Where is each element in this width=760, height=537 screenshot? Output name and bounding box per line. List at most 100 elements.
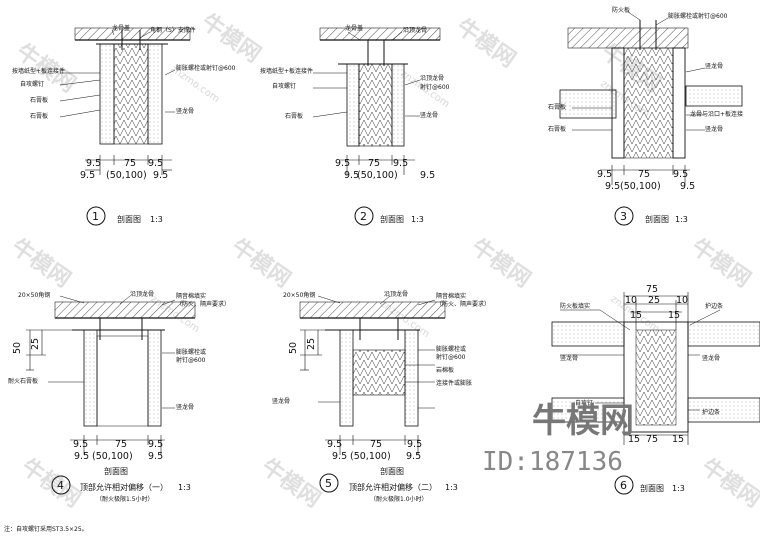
drawing-label: 9.5 — [393, 158, 408, 169]
drawing-label: (50,100) — [92, 451, 133, 462]
drawing-label: 9.5 — [148, 158, 163, 169]
drawing-label: 连接件或膨胀 — [436, 379, 472, 387]
board-upper-left — [551, 321, 625, 347]
drawing-label: 防火板填实 — [560, 302, 590, 310]
drawing-label: 5 — [325, 477, 332, 490]
drawing-label: 9.5 — [407, 439, 422, 450]
footnote: 注：自攻螺钉采用ST3.5×25。 — [4, 525, 88, 533]
watermark-logo: 牛模网 — [687, 234, 756, 293]
drawing-label: 竖龙骨 — [560, 354, 578, 362]
panel-5-number-circle — [319, 473, 339, 493]
insulation-wool — [113, 43, 149, 145]
drawing-label: 角钢（S）支撑件 — [150, 26, 196, 34]
panel-4: 50 25 20×50角钢 沿顶龙骨 隔音棉填实 （防火、隔声要求） 膨胀螺栓或… — [8, 290, 230, 503]
drawing-label: 防火板 — [612, 6, 630, 14]
drawing-label: 10 — [676, 295, 688, 306]
drawing-label: 20×50角钢 — [18, 291, 50, 299]
drawing-label: 膨胀螺栓或射钉@600 — [176, 64, 236, 72]
drawing-label: 剖面图 — [117, 214, 141, 224]
drawing-label: 1:3 — [178, 483, 191, 492]
drawing-label: 自攻钉 — [575, 399, 593, 407]
drawing-label: 1 — [92, 210, 99, 223]
drawing-label: 75 — [370, 439, 382, 450]
drawing-label: 耐火石膏板 — [8, 377, 38, 385]
drawing-label: 沿顶龙骨 — [403, 26, 427, 34]
drawing-label: 15 — [630, 310, 642, 321]
drawing-label: 石膏板 — [30, 112, 48, 120]
drawing-label: 剖面图 — [380, 466, 404, 476]
drawing-label: 2 — [360, 210, 367, 223]
drawing-label: 10 — [625, 295, 637, 306]
ceiling-slab — [54, 301, 196, 319]
drawing-label: 4 — [57, 479, 64, 492]
drawing-label: 龙骨盖 — [345, 24, 363, 32]
drawing-label: 隔音棉填实 — [436, 292, 466, 300]
watermark-brand: 牛模网 — [532, 401, 634, 441]
drawing-label: 25 — [30, 338, 41, 350]
drawing-label: 50 — [288, 342, 299, 354]
drawing-label: 3 — [620, 210, 627, 223]
drawing-label: 剖面图 — [380, 214, 404, 224]
drawing-label: 25 — [306, 338, 317, 350]
panel-3-number-circle — [614, 206, 634, 226]
drawing-label: 沿顶龙骨 — [420, 74, 444, 82]
cross-board-left — [559, 89, 617, 119]
drawing-label: 龙骨盖 — [112, 24, 130, 32]
drawing-label: 75 — [368, 158, 380, 169]
gypsum-board-right — [391, 63, 405, 147]
gypsum-board-right — [147, 43, 163, 145]
drawing-label: 沿顶龙骨 — [130, 290, 154, 298]
drawing-label: 6 — [620, 479, 627, 492]
drawing-label: 沿顶龙骨 — [384, 290, 408, 298]
drawing-label: 竖龙骨 — [705, 62, 723, 70]
ceiling-slab — [567, 27, 689, 49]
drawing-label: 9.5 — [327, 439, 342, 450]
drawing-label: 岩棉板 — [436, 366, 454, 374]
drawing-label: 膨胀螺栓或射钉@600 — [668, 12, 728, 20]
insulation-wool — [623, 47, 674, 159]
panel-6: 75 10 25 10 15 15 防火板填实 护边条 竖龙骨 竖龙骨 自攻钉 … — [551, 284, 760, 495]
drawing-label: 射钉@600 — [436, 353, 466, 361]
drawing-label: 顶部允许相对偏移（一） — [80, 482, 168, 492]
drawing-label: 9.5 — [86, 158, 101, 169]
watermark-logo: 牛模网 — [227, 234, 296, 293]
drawing-label: 9.5 — [420, 170, 435, 181]
drawing-label: 75 — [124, 158, 136, 169]
drawing-label: 护边条 — [702, 408, 720, 416]
watermark-logo: 牛模网 — [452, 14, 521, 73]
watermark-logo: 牛模网 — [7, 234, 76, 293]
drawing-label: 9.5 — [605, 181, 620, 192]
drawing-label: 75 — [638, 169, 650, 180]
drawing-label: 顶部允许相对偏移（二） — [349, 482, 437, 492]
drawing-label: 9.5 — [148, 451, 163, 462]
drawing-label: 竖龙骨 — [705, 125, 723, 133]
drawing-label: 竖龙骨 — [176, 403, 194, 411]
watermark-logo: 牛模网 — [197, 9, 266, 68]
drawing-label: 射钉@600 — [176, 356, 206, 364]
drawing-label: （耐火极限1.5小时） — [96, 495, 154, 503]
drawing-label: （防火、隔声要求） — [436, 300, 490, 308]
drawing-label: 9.5 — [332, 451, 347, 462]
drawing-label: 剖面图 — [640, 483, 664, 493]
watermark-logo: 牛模网 — [467, 234, 536, 293]
gypsum-board-left — [346, 63, 360, 147]
drawing-label: 25 — [648, 295, 660, 306]
rock-wool — [352, 349, 406, 396]
drawing-label: 隔音棉填实 — [176, 292, 206, 300]
drawing-label: 石膏板 — [30, 96, 48, 104]
panel-2-number-circle — [354, 206, 374, 226]
drawing-label: 15 — [672, 434, 684, 445]
drawing-label: 75 — [646, 284, 658, 295]
drawing-label: (50,100) — [350, 451, 391, 462]
drawing-label: 1:3 — [445, 483, 458, 492]
drawing-label: 自攻螺钉 — [20, 80, 44, 88]
panel-5: 50 25 20×50角钢 沿顶龙骨 隔音棉填实 （防火、隔声要求） 膨胀螺栓或… — [272, 290, 490, 503]
drawing-label: 9.5 — [148, 439, 163, 450]
drawing-label: (50,100) — [620, 181, 661, 192]
drawing-label: 9.5 — [344, 170, 359, 181]
drawing-label: 1:3 — [411, 215, 424, 224]
drawing-label: 9.5 — [335, 158, 350, 169]
drawing-label: (50,100) — [106, 170, 147, 181]
drawing-label: 石膏板 — [285, 112, 303, 120]
